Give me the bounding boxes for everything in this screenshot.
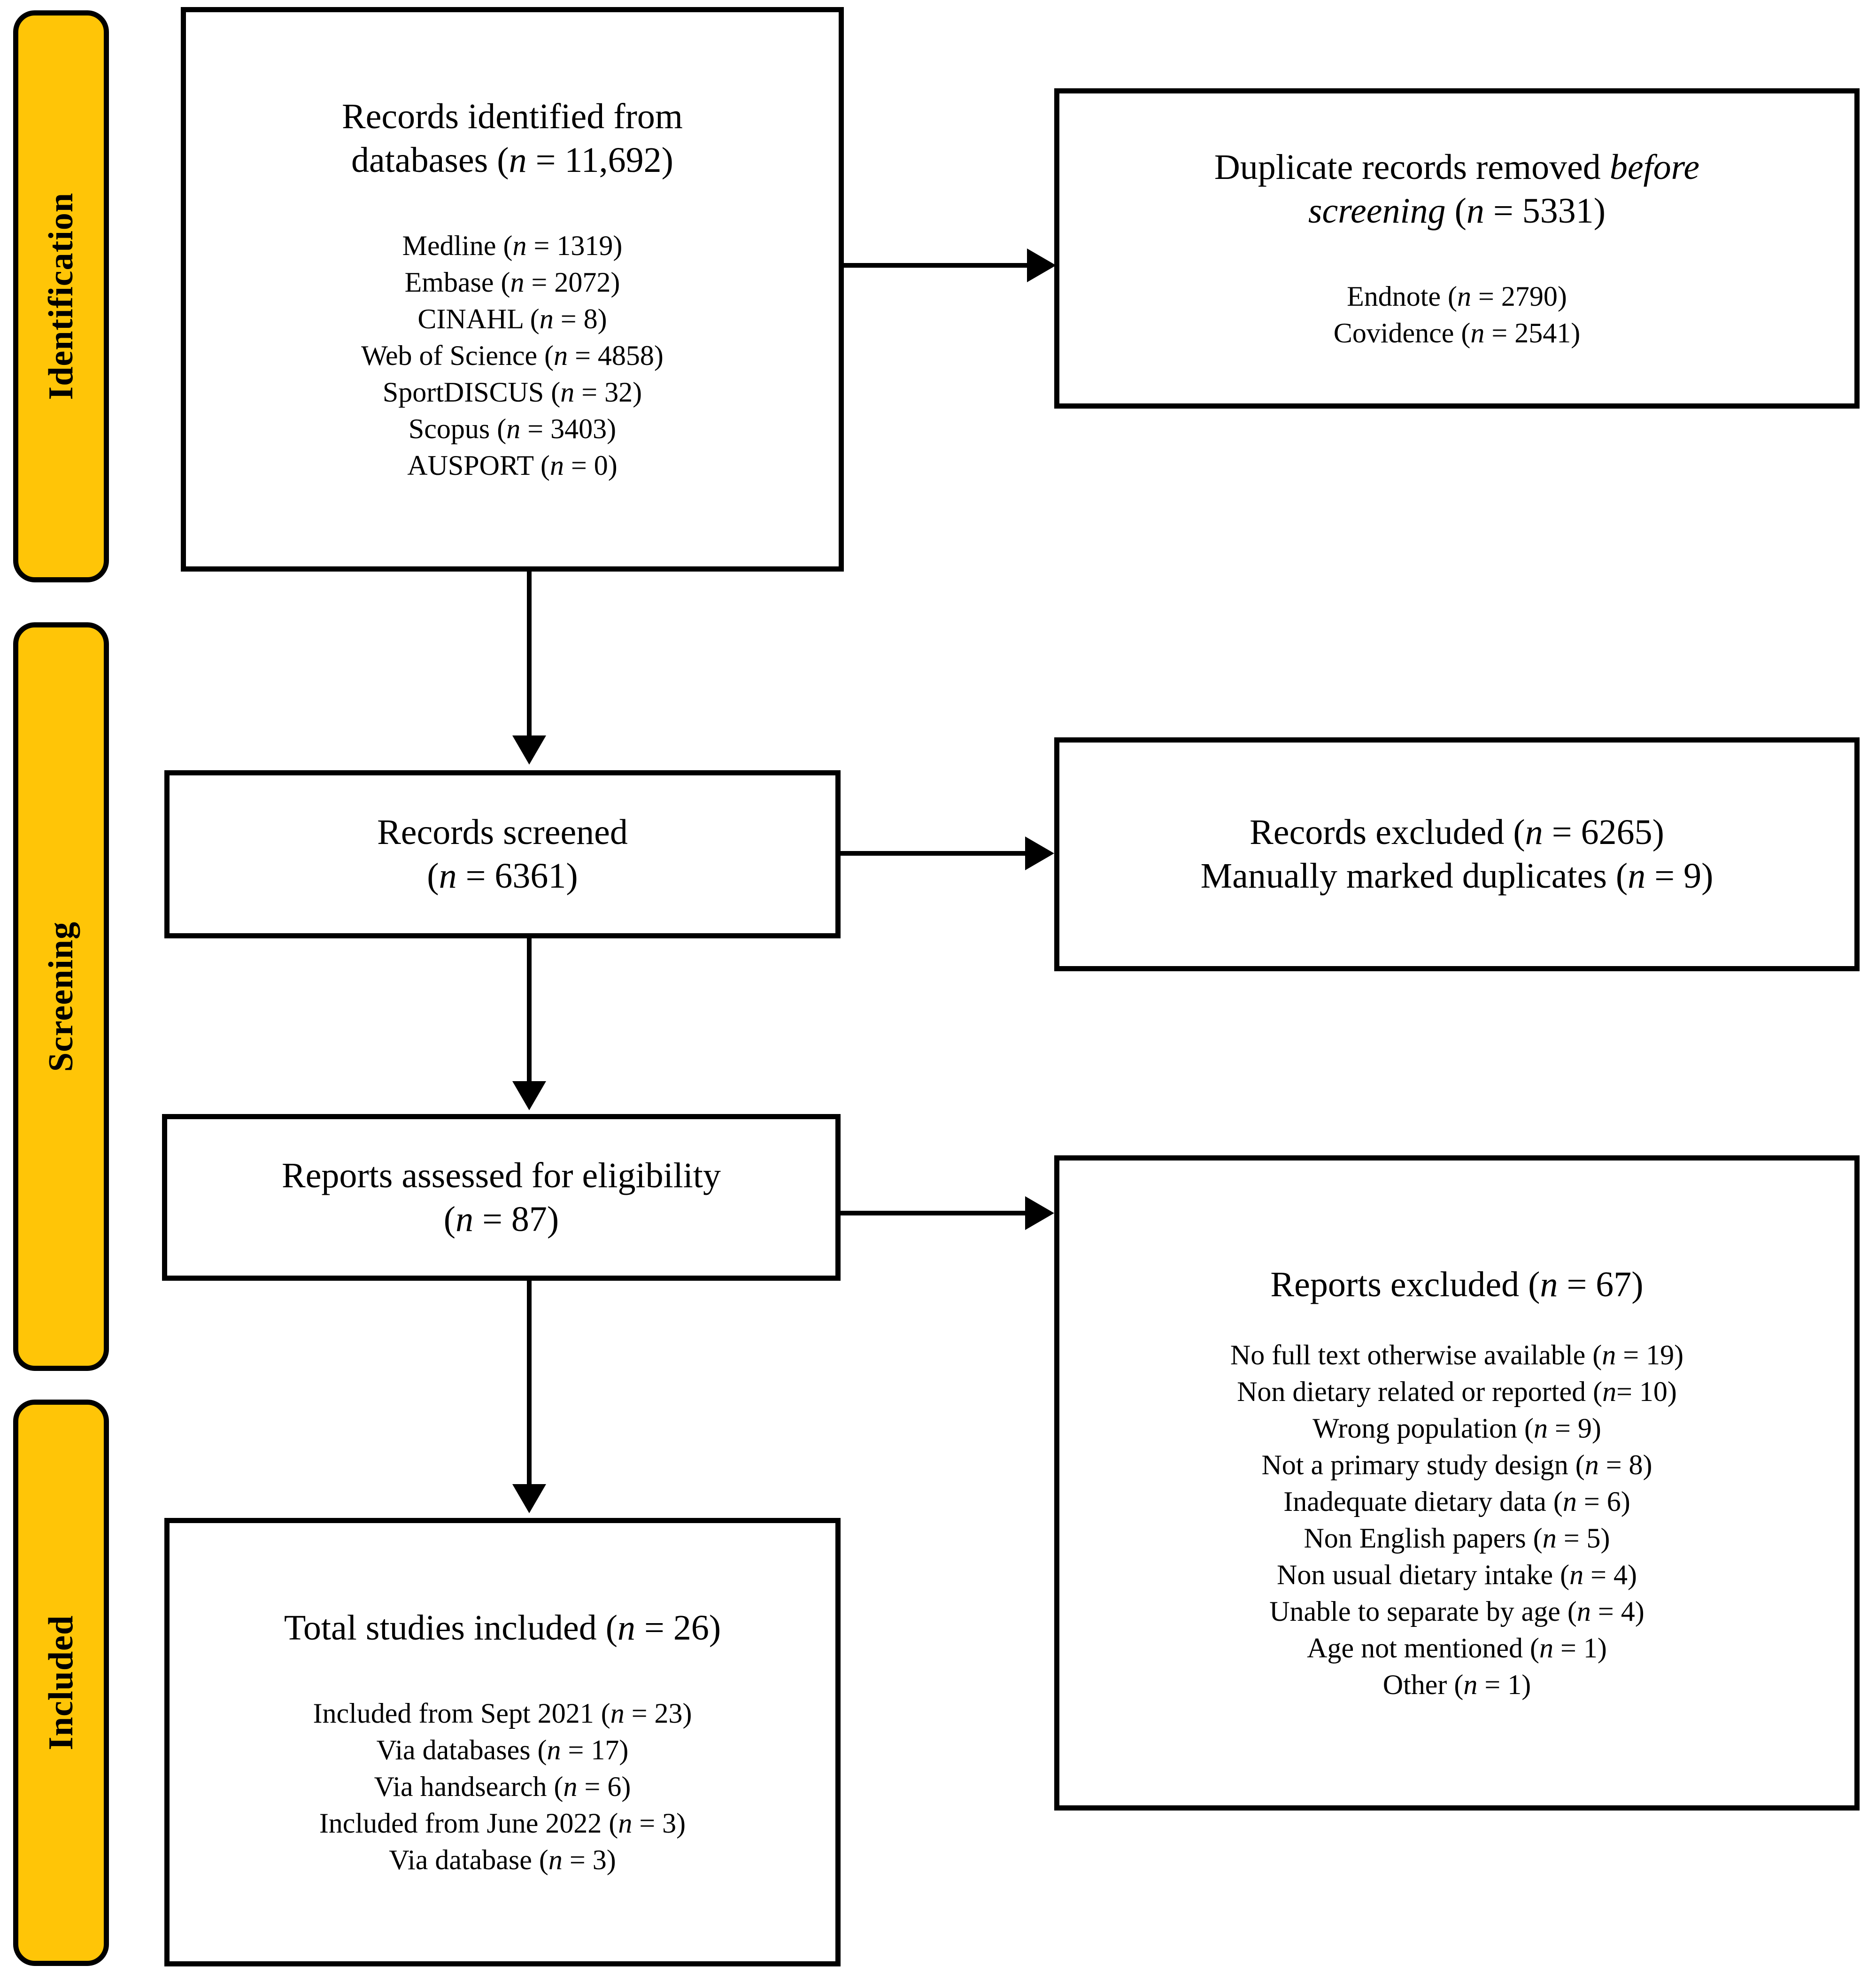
arrowhead-screened-to-records-excluded [1025,836,1054,870]
total-included-n-symbol: n [618,1608,636,1648]
records-identified-n-symbol: n [509,140,527,180]
node-total-included: Total studies included (n = 26) Included… [164,1518,841,1966]
list-item: Included from June 2022 (n = 3) [319,1807,686,1839]
duplicates-removed-n-symbol: n [1466,191,1484,231]
records-excluded-line-2: Manually marked duplicates (n = 9) [1200,856,1714,896]
duplicates-removed-tool-list: Endnote (n = 2790) Covidence (n = 2541) [1334,278,1580,351]
list-item: Medline (n = 1319) [402,230,623,261]
connector-screened-to-reports-assessed [527,938,532,1084]
duplicates-removed-headline-line2-mid: ( [1445,191,1467,231]
list-item: Other (n = 1) [1382,1669,1531,1700]
stage-label-screening: Screening [42,921,80,1072]
records-excluded-lines: Records excluded (n = 6265) Manually mar… [1201,811,1714,898]
records-screened-headline: Records screened (n = 6361) [377,811,628,898]
node-reports-excluded: Reports excluded (n = 67) No full text o… [1054,1155,1860,1811]
connector-identified-to-screened [527,572,532,738]
reports-excluded-reason-list: No full text otherwise available (n = 19… [1230,1337,1683,1703]
records-screened-headline-line2-post: = 6361) [456,856,578,896]
records-screened-headline-line1: Records screened [377,813,628,852]
total-included-headline: Total studies included (n = 26) [284,1606,721,1650]
total-included-headline-post: = 26) [635,1608,721,1648]
records-identified-headline: Records identified from databases (n = 1… [342,95,683,182]
reports-assessed-headline-line2-post: = 87) [473,1199,559,1239]
list-item: Not a primary study design (n = 8) [1261,1449,1652,1480]
reports-assessed-headline: Reports assessed for eligibility (n = 87… [282,1154,721,1241]
list-item: Inadequate dietary data (n = 6) [1283,1486,1630,1517]
list-item: Non English papers (n = 5) [1304,1522,1610,1554]
duplicates-removed-headline-line2-post: = 5331) [1484,191,1606,231]
list-item: Non dietary related or reported (n= 10) [1237,1376,1677,1407]
list-item: Non usual dietary intake (n = 4) [1277,1559,1637,1590]
records-identified-headline-line1: Records identified from [341,97,683,137]
node-records-excluded: Records excluded (n = 6265) Manually mar… [1054,737,1860,971]
list-item: Scopus (n = 3403) [408,413,617,444]
reports-assessed-headline-line1: Reports assessed for eligibility [281,1155,721,1195]
reports-excluded-n-symbol: n [1540,1265,1558,1305]
stage-label-included: Included [42,1615,80,1750]
reports-excluded-headline-pre: Reports excluded ( [1270,1265,1540,1305]
reports-assessed-headline-line2-pre: ( [443,1199,456,1239]
reports-assessed-n-symbol: n [455,1199,474,1239]
arrowhead-identified-to-duplicates [1027,248,1056,282]
arrowhead-identified-to-screened [512,735,546,765]
connector-identified-to-duplicates [844,263,1032,268]
stage-label-identification: Identification [42,193,80,400]
list-item: Web of Science (n = 4858) [361,340,664,371]
connector-assessed-to-total-included [527,1281,532,1487]
node-records-identified: Records identified from databases (n = 1… [181,7,844,572]
records-identified-source-list: Medline (n = 1319) Embase (n = 2072) CIN… [361,227,664,484]
connector-screened-to-records-excluded [841,851,1028,856]
records-screened-headline-line2-pre: ( [427,856,439,896]
node-reports-assessed: Reports assessed for eligibility (n = 87… [162,1114,841,1281]
node-records-screened: Records screened (n = 6361) [164,770,841,938]
records-screened-n-symbol: n [439,856,457,896]
list-item: CINAHL (n = 8) [417,303,607,334]
connector-assessed-to-reports-excluded [841,1211,1028,1215]
reports-excluded-headline-post: = 67) [1558,1265,1644,1305]
arrowhead-screened-to-reports-assessed [512,1081,546,1110]
list-item: Unable to separate by age (n = 4) [1269,1595,1644,1627]
list-item: AUSPORT (n = 0) [407,449,618,481]
arrowhead-assessed-to-total-included [512,1484,546,1513]
list-item: No full text otherwise available (n = 19… [1230,1339,1684,1370]
list-item: Covidence (n = 2541) [1333,317,1581,348]
list-item: Via databases (n = 17) [376,1734,629,1765]
list-item: Wrong population (n = 9) [1312,1412,1601,1444]
stage-bar-identification: Identification [13,10,109,582]
total-included-headline-pre: Total studies included ( [284,1608,618,1648]
list-item: Embase (n = 2072) [404,266,620,298]
list-item: Via database (n = 3) [389,1844,616,1875]
duplicates-removed-headline: Duplicate records removed before screeni… [1214,146,1699,232]
node-duplicates-removed: Duplicate records removed before screeni… [1054,88,1860,409]
duplicates-removed-before-emphasis: before [1609,147,1700,187]
records-excluded-line-1: Records excluded (n = 6265) [1250,813,1664,852]
records-identified-headline-line2-pre: databases ( [351,140,509,180]
records-identified-headline-line2-post: = 11,692) [526,140,673,180]
total-included-breakdown-list: Included from Sept 2021 (n = 23) Via dat… [313,1695,692,1878]
stage-bar-screening: Screening [13,622,109,1371]
duplicates-removed-screening-emphasis: screening [1308,191,1446,231]
stage-bar-included: Included [13,1400,109,1966]
list-item: Included from Sept 2021 (n = 23) [313,1697,692,1729]
arrowhead-assessed-to-reports-excluded [1025,1196,1054,1230]
list-item: Age not mentioned (n = 1) [1307,1632,1607,1664]
list-item: SportDISCUS (n = 32) [382,376,642,408]
list-item: Via handsearch (n = 6) [374,1771,631,1802]
list-item: Endnote (n = 2790) [1347,280,1567,312]
reports-excluded-headline: Reports excluded (n = 67) [1270,1263,1643,1307]
duplicates-removed-headline-line1-pre: Duplicate records removed [1214,147,1610,187]
